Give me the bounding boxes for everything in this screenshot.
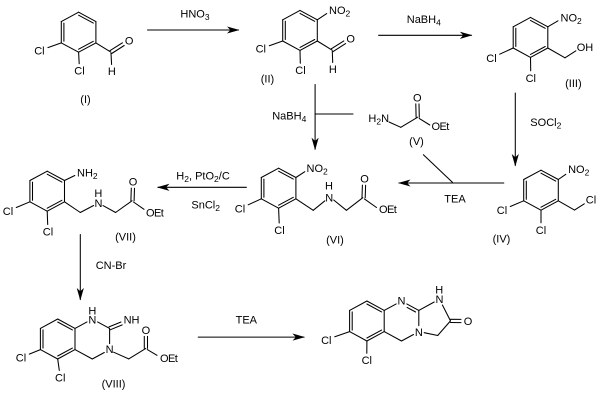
svg-text:N: N bbox=[398, 295, 406, 307]
svg-text:O: O bbox=[142, 325, 151, 337]
svg-text:SnCl2: SnCl2 bbox=[191, 199, 220, 213]
svg-text:NO2: NO2 bbox=[329, 5, 351, 19]
svg-text:CN-Br: CN-Br bbox=[96, 260, 127, 272]
svg-text:Cl: Cl bbox=[486, 53, 496, 65]
svg-text:N: N bbox=[95, 198, 103, 210]
svg-text:NaBH4: NaBH4 bbox=[272, 111, 306, 125]
svg-text:(V): (V) bbox=[409, 136, 424, 148]
svg-text:Cl: Cl bbox=[235, 204, 245, 216]
svg-text:Cl: Cl bbox=[362, 355, 372, 367]
svg-text:NaBH4: NaBH4 bbox=[407, 14, 441, 28]
svg-text:(III): (III) bbox=[565, 78, 582, 90]
svg-text:Cl: Cl bbox=[34, 46, 44, 58]
svg-text:OH: OH bbox=[577, 42, 594, 54]
svg-text:(VIII): (VIII) bbox=[102, 379, 126, 391]
svg-text:NO2: NO2 bbox=[561, 13, 583, 27]
svg-text:NH2: NH2 bbox=[77, 168, 98, 182]
svg-text:H: H bbox=[325, 181, 333, 193]
svg-text:H: H bbox=[94, 188, 102, 200]
svg-text:Cl: Cl bbox=[274, 225, 284, 237]
svg-text:NO2: NO2 bbox=[307, 163, 329, 177]
svg-text:Cl: Cl bbox=[586, 195, 596, 207]
svg-text:NO2: NO2 bbox=[568, 164, 590, 178]
svg-text:Cl: Cl bbox=[295, 65, 305, 77]
svg-text:H2N: H2N bbox=[368, 113, 389, 127]
svg-text:TEA: TEA bbox=[236, 314, 258, 326]
svg-text:SOCl2: SOCl2 bbox=[530, 117, 561, 131]
svg-text:O: O bbox=[360, 174, 369, 186]
svg-text:OEt: OEt bbox=[160, 353, 178, 365]
svg-text:O: O bbox=[129, 177, 138, 189]
svg-text:H: H bbox=[88, 306, 96, 318]
svg-text:H: H bbox=[108, 66, 116, 78]
svg-text:Cl: Cl bbox=[536, 225, 546, 237]
svg-text:N: N bbox=[325, 192, 333, 204]
svg-text:Cl: Cl bbox=[526, 73, 536, 85]
svg-text:O: O bbox=[125, 35, 134, 47]
svg-text:(I): (I) bbox=[80, 94, 90, 106]
svg-text:N: N bbox=[88, 314, 96, 326]
svg-text:(VII): (VII) bbox=[115, 232, 136, 244]
svg-text:N: N bbox=[106, 344, 114, 356]
svg-text:N: N bbox=[415, 327, 423, 339]
svg-text:H: H bbox=[329, 64, 337, 76]
svg-text:O: O bbox=[413, 92, 422, 104]
svg-text:Cl: Cl bbox=[497, 205, 507, 217]
svg-text:OEt: OEt bbox=[146, 208, 164, 220]
svg-text:OEt: OEt bbox=[432, 121, 450, 133]
svg-text:(VI): (VI) bbox=[326, 235, 344, 247]
svg-text:Cl: Cl bbox=[321, 335, 331, 347]
svg-text:OEt: OEt bbox=[379, 204, 397, 216]
svg-text:O: O bbox=[346, 34, 355, 46]
svg-text:H: H bbox=[435, 284, 443, 296]
svg-text:Cl: Cl bbox=[55, 372, 65, 384]
svg-text:Cl: Cl bbox=[16, 353, 26, 365]
svg-text:Cl: Cl bbox=[3, 206, 13, 218]
svg-text:NH: NH bbox=[124, 315, 140, 327]
svg-text:TEA: TEA bbox=[444, 193, 466, 205]
svg-text:HNO3: HNO3 bbox=[180, 9, 209, 23]
svg-text:O: O bbox=[464, 316, 473, 328]
svg-text:N: N bbox=[436, 294, 444, 306]
svg-text:Cl: Cl bbox=[74, 66, 84, 78]
svg-text:Cl: Cl bbox=[43, 227, 53, 239]
svg-text:Cl: Cl bbox=[256, 44, 266, 56]
svg-text:H2, PtO2/C: H2, PtO2/C bbox=[176, 170, 230, 184]
svg-text:(IV): (IV) bbox=[493, 234, 511, 246]
svg-text:(II): (II) bbox=[261, 74, 274, 86]
